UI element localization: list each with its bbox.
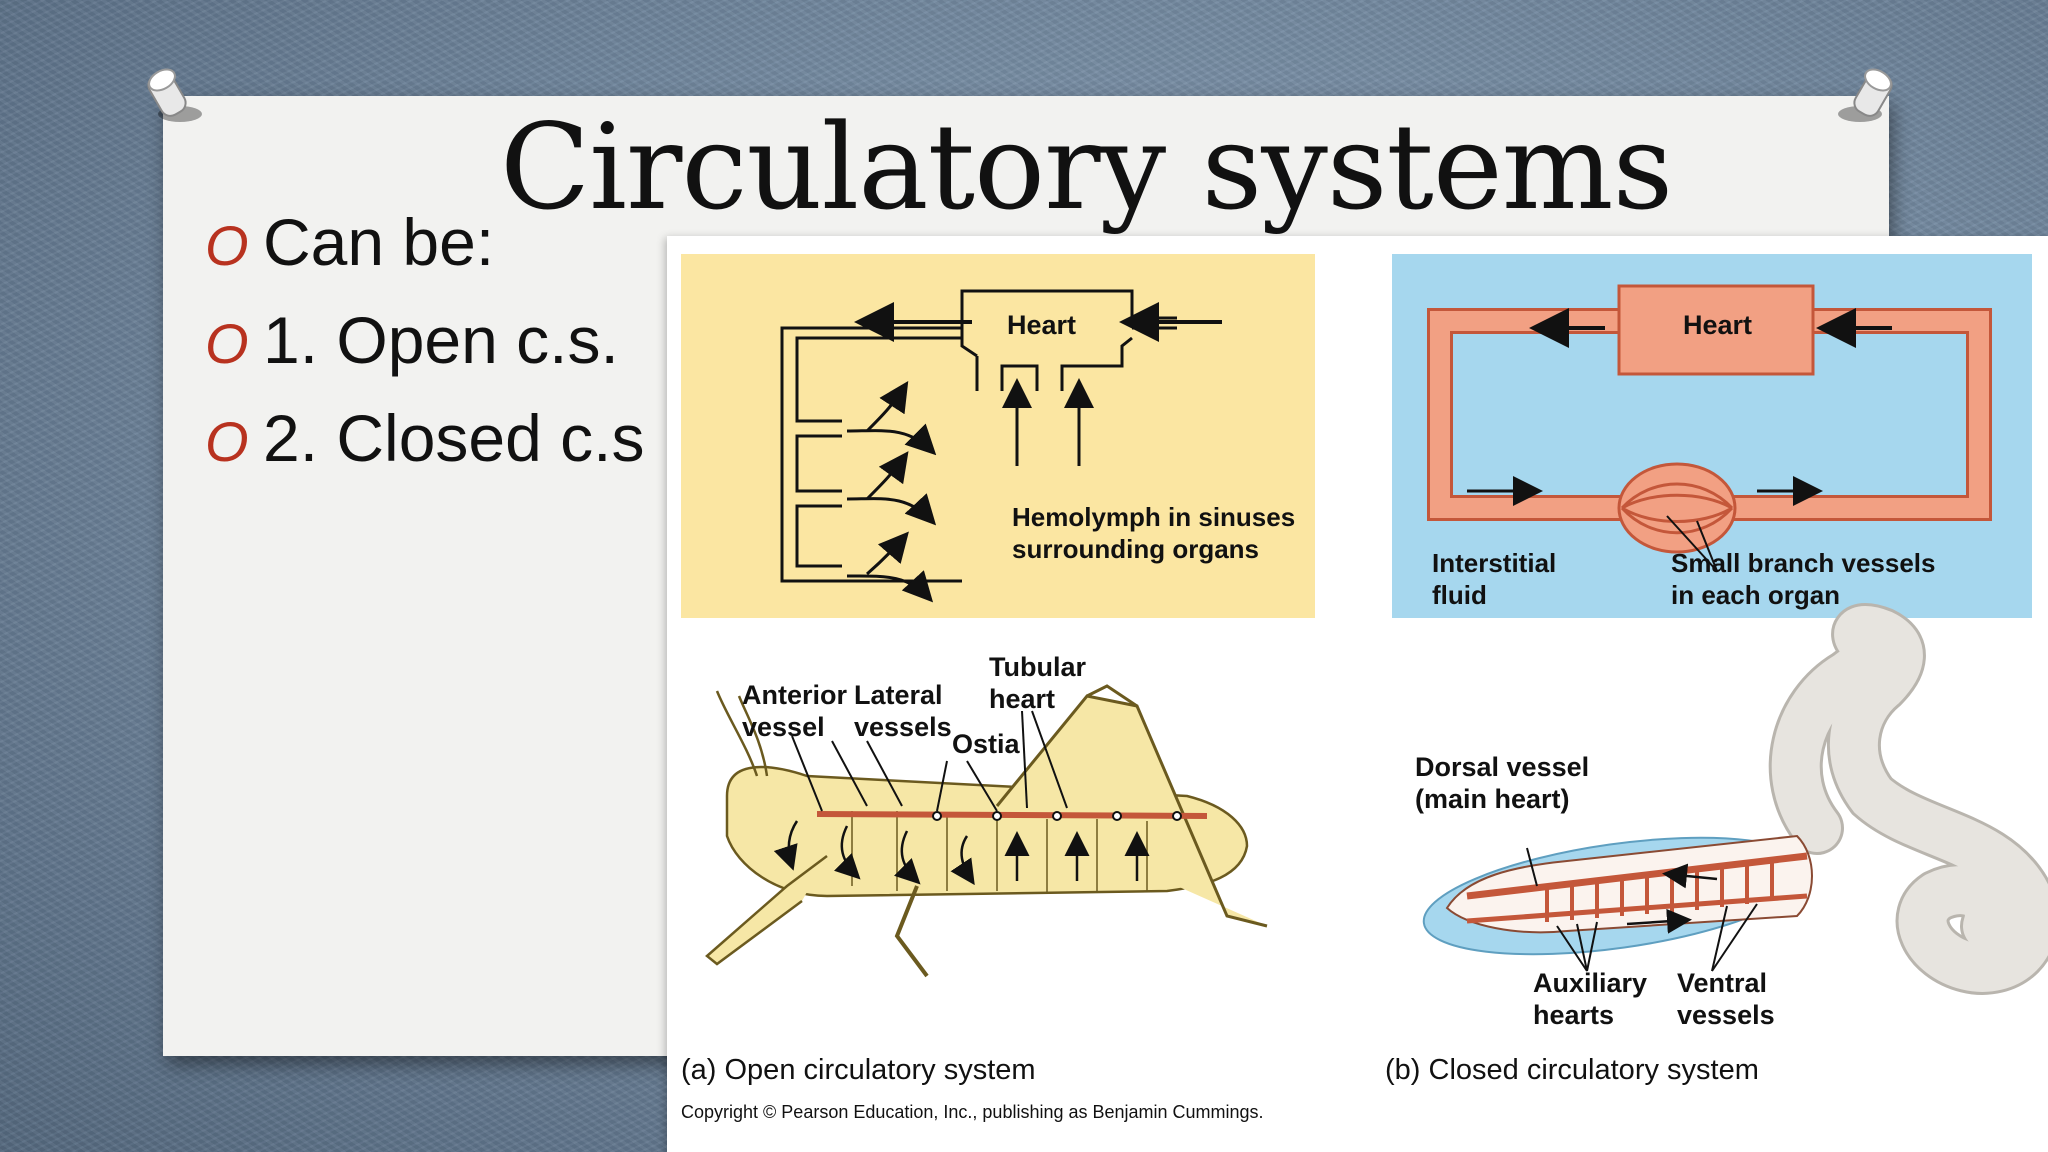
pushpin-icon	[147, 68, 202, 122]
open-panel-bg	[681, 254, 1315, 618]
ostia-label: Ostia	[952, 729, 1021, 759]
figure-artwork: Heart Hemolymph in sinuses surrounding o…	[681, 254, 2048, 1030]
bullet-marker: O	[205, 410, 249, 473]
closed-system-diagram: Heart Interstitial fluid Small branch ve…	[1392, 254, 2032, 618]
bullet-text: Can be:	[263, 205, 495, 279]
hemolymph-label: surrounding organs	[1012, 534, 1259, 564]
copyright-notice: Copyright © Pearson Education, Inc., pub…	[681, 1102, 1264, 1122]
bullet-marker: O	[205, 214, 249, 277]
interstitial-label: Interstitial	[1432, 548, 1556, 578]
dorsal-vessel-label: (main heart)	[1415, 784, 1570, 814]
bullet-list: O Can be: O 1. Open c.s. O 2. Closed c.s	[205, 204, 645, 498]
open-system-diagram: Heart Hemolymph in sinuses surrounding o…	[681, 254, 1315, 618]
bullet-item: O 1. Open c.s.	[205, 302, 645, 400]
lateral-vessels-label: Lateral	[854, 680, 943, 710]
pushpin-icon	[1838, 68, 1893, 122]
auxiliary-hearts-label: hearts	[1533, 1000, 1614, 1030]
branch-vessels-label: in each organ	[1671, 580, 1840, 610]
bullet-text: 2. Closed c.s	[263, 401, 645, 475]
interstitial-label: fluid	[1432, 580, 1487, 610]
bullet-marker: O	[205, 312, 249, 375]
grasshopper-illustration: Anterior vessel Lateral vessels Tubular …	[705, 652, 1268, 978]
lateral-vessels-label: vessels	[854, 712, 952, 742]
earthworm-illustration: Dorsal vessel (main heart) Auxiliary hea…	[1415, 603, 2048, 1030]
closed-heart-label: Heart	[1683, 310, 1752, 340]
bullet-item: O Can be:	[205, 204, 645, 302]
ventral-vessels-label: Ventral	[1677, 968, 1767, 998]
tubular-heart-label: Tubular	[989, 652, 1086, 682]
tubular-heart-label: heart	[989, 684, 1055, 714]
ventral-vessels-label: vessels	[1677, 1000, 1775, 1030]
bullet-text: 1. Open c.s.	[263, 303, 619, 377]
dorsal-vessel-label: Dorsal vessel	[1415, 752, 1589, 782]
anterior-vessel-label: vessel	[742, 712, 825, 742]
caption-open-system: (a) Open circulatory system	[681, 1054, 1036, 1086]
anterior-vessel-label: Anterior	[742, 680, 848, 710]
caption-closed-system: (b) Closed circulatory system	[1385, 1054, 1759, 1086]
branch-vessels-label: Small branch vessels	[1671, 548, 1935, 578]
open-heart-label: Heart	[1007, 310, 1076, 340]
auxiliary-hearts-label: Auxiliary	[1533, 968, 1647, 998]
slide-title: Circulatory systems	[500, 98, 1673, 236]
circulatory-figure: Heart Hemolymph in sinuses surrounding o…	[667, 236, 2048, 1152]
bullet-item: O 2. Closed c.s	[205, 400, 645, 498]
hemolymph-label: Hemolymph in sinuses	[1012, 502, 1295, 532]
